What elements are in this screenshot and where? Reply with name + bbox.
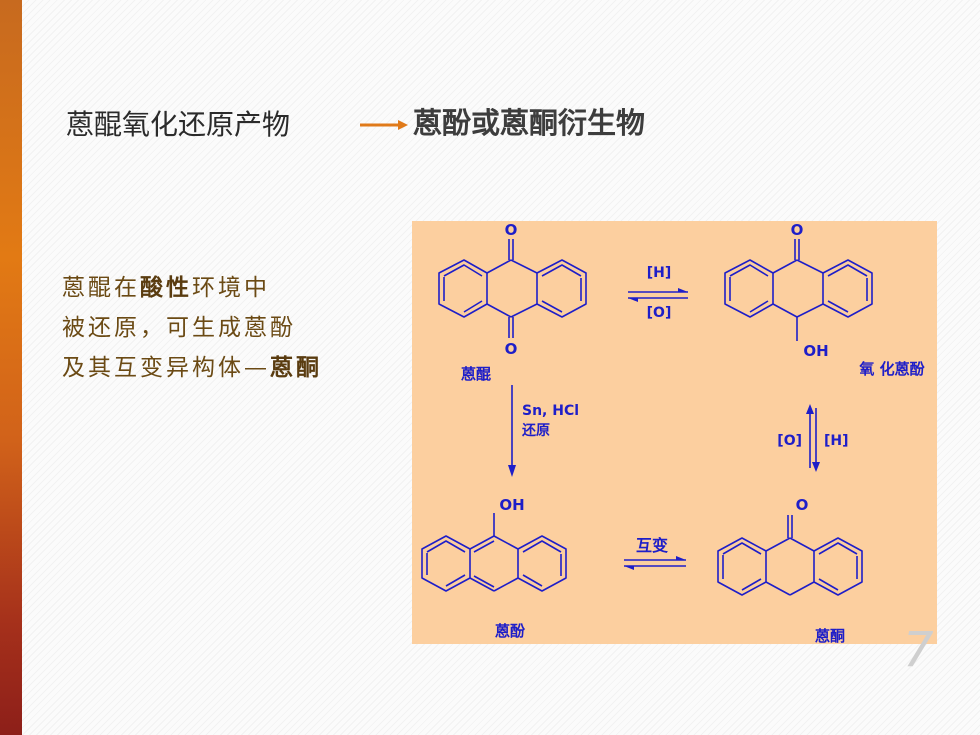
reaction-scheme-panel: O O O OH OH O 蒽醌 氧 化蒽酚 蒽酚 蒽酮 [H] [O] Sn,… xyxy=(412,221,937,644)
oxanthrol-top-oxygen: O xyxy=(791,221,804,239)
oxanthrol-hydroxyl: OH xyxy=(803,342,828,360)
arrow-top-reverse-label: [O] xyxy=(647,305,672,321)
anthrone-structure xyxy=(717,515,863,596)
anthrone-oxygen: O xyxy=(796,496,809,514)
reduction-label: 还原 xyxy=(521,422,550,439)
anthranol-structure xyxy=(421,513,567,592)
body-line-2: 被还原，可生成蒽酚 xyxy=(62,315,296,341)
tautomerism-label: 互变 xyxy=(636,536,668,555)
reduction-arrow-down xyxy=(508,385,516,477)
slide-body-text: 蒽醌在酸性环境中 被还原，可生成蒽酚 及其互变异构体—蒽酮 xyxy=(62,268,392,388)
equilibrium-arrow-top xyxy=(628,288,688,302)
emphasis-acidic: 酸性 xyxy=(140,274,192,301)
anthraquinone-bottom-oxygen: O xyxy=(505,340,518,358)
slide-sidebar-bar xyxy=(0,0,22,735)
arrow-right-down-label: [H] xyxy=(824,433,849,449)
label-oxanthrol: 氧 化蒽酚 xyxy=(858,360,925,378)
anthraquinone-structure xyxy=(438,239,587,338)
tautomerism-arrow-bottom xyxy=(624,556,686,570)
body-line-3: 及其互变异构体—蒽酮 xyxy=(62,354,322,381)
body-line-1: 蒽醌在酸性环境中 xyxy=(62,274,270,301)
arrow-top-forward-label: [H] xyxy=(647,265,672,281)
emphasis-anthrone: 蒽酮 xyxy=(270,354,322,381)
oxanthrol-structure xyxy=(724,239,873,341)
equilibrium-arrow-right xyxy=(806,404,820,472)
reaction-scheme-diagram: O O O OH OH O 蒽醌 氧 化蒽酚 蒽酚 蒽酮 [H] [O] Sn,… xyxy=(421,221,926,644)
label-anthraquinone: 蒽醌 xyxy=(461,365,491,383)
label-anthrone: 蒽酮 xyxy=(815,627,845,644)
reagent-label: Sn, HCl xyxy=(522,403,579,419)
title-arrow-icon xyxy=(360,120,408,130)
slide-title-left: 蒽醌氧化还原产物 xyxy=(66,108,291,141)
anthraquinone-top-oxygen: O xyxy=(505,221,518,239)
label-anthranol: 蒽酚 xyxy=(495,622,526,640)
arrow-right-up-label: [O] xyxy=(777,433,802,449)
anthranol-hydroxyl: OH xyxy=(499,496,524,514)
slide-title-right: 蒽酚或蒽酮衍生物 xyxy=(413,106,646,140)
decorative-slide-mark: 7 xyxy=(903,622,934,678)
